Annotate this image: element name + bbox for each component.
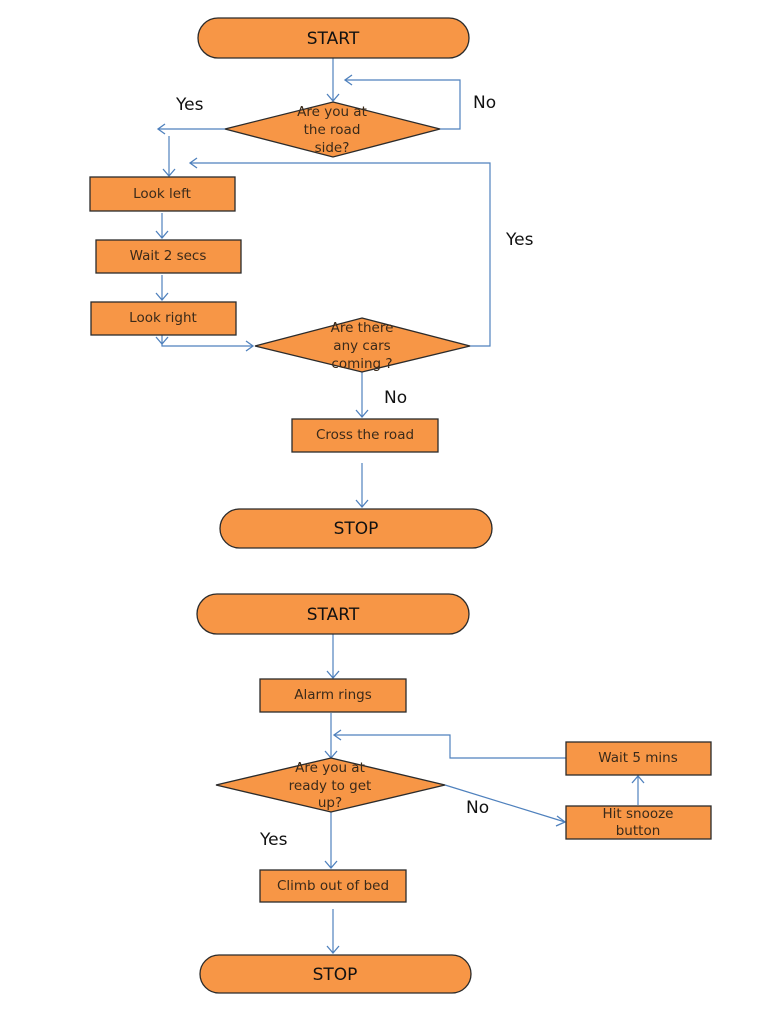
arrowhead — [162, 168, 176, 177]
decision-text-line: any cars — [333, 338, 390, 354]
start-terminal: START — [197, 17, 470, 59]
process-label: Look right — [129, 310, 197, 326]
process-look-right: Look right — [90, 301, 237, 336]
arrowhead — [326, 93, 340, 102]
decision-text-line: coming ? — [331, 356, 392, 372]
arrowhead — [332, 729, 342, 741]
process-cross-road: Cross the road — [291, 418, 439, 453]
process-climb-out-of-bed: Climb out of bed — [259, 869, 407, 903]
decision-text-line: side? — [315, 140, 350, 156]
process-look-left: Look left — [89, 176, 236, 212]
arrowhead — [631, 775, 645, 784]
arrowhead — [188, 157, 198, 169]
start-label: START — [307, 29, 360, 49]
process-alarm-rings: Alarm rings — [259, 678, 407, 713]
stop-terminal: STOP — [199, 954, 472, 994]
decision-roadside: Are you at the road side? — [224, 101, 441, 158]
stop-label: STOP — [313, 965, 358, 985]
process-label: Wait 2 secs — [130, 248, 207, 264]
stop-label: STOP — [334, 519, 379, 539]
branch-label-no: No — [384, 388, 407, 408]
process-hit-snooze: Hit snooze button — [565, 805, 712, 840]
arrowhead — [324, 860, 338, 869]
connector-cars-yes-loop — [190, 162, 491, 347]
branch-label-yes: Yes — [259, 830, 288, 850]
arrowhead — [355, 499, 369, 508]
process-label: Climb out of bed — [277, 878, 389, 894]
process-label: Wait 5 mins — [598, 750, 677, 766]
branch-label-yes: Yes — [505, 230, 534, 250]
arrowhead — [155, 230, 169, 239]
branch-label-no: No — [473, 93, 496, 113]
branch-label-yes: Yes — [175, 95, 204, 115]
decision-text-line: Are there — [331, 320, 394, 336]
decision-text-line: Are you at — [295, 760, 365, 776]
flowchart-crossing-road: START Are you at the road side? Look lef… — [89, 17, 534, 549]
arrowhead — [355, 409, 369, 418]
arrowhead — [245, 340, 255, 352]
connector-wait-loop — [334, 734, 566, 759]
process-label: Cross the road — [316, 427, 414, 443]
decision-text-line: Are you at — [297, 104, 367, 120]
decision-cars-coming: Are there any cars coming ? — [254, 317, 471, 373]
arrowhead — [155, 336, 169, 345]
decision-text-line: the road — [304, 122, 361, 138]
arrowhead — [326, 670, 340, 679]
arrowhead — [343, 74, 353, 86]
process-label: Alarm rings — [294, 687, 371, 703]
process-label-line: button — [616, 823, 661, 839]
process-wait-5-mins: Wait 5 mins — [565, 741, 712, 776]
decision-ready: Are you at ready to get up? — [215, 757, 446, 813]
connector-ready-no — [444, 784, 566, 823]
process-label: Look left — [133, 186, 191, 202]
arrowhead — [326, 945, 340, 954]
flowchart-alarm: START Alarm rings Are you at ready to ge… — [196, 593, 712, 994]
process-label-line: Hit snooze — [603, 806, 674, 822]
decision-text-line: up? — [318, 795, 342, 811]
decision-text-line: ready to get — [289, 778, 372, 794]
arrowhead — [156, 123, 166, 135]
connector-roadside-no-loop — [345, 79, 461, 130]
stop-terminal: STOP — [219, 508, 493, 549]
arrowhead — [155, 292, 169, 301]
arrowhead — [555, 815, 567, 827]
start-label: START — [307, 605, 360, 625]
branch-label-no: No — [466, 798, 489, 818]
process-wait-2-secs: Wait 2 secs — [95, 239, 242, 274]
start-terminal: START — [196, 593, 470, 635]
